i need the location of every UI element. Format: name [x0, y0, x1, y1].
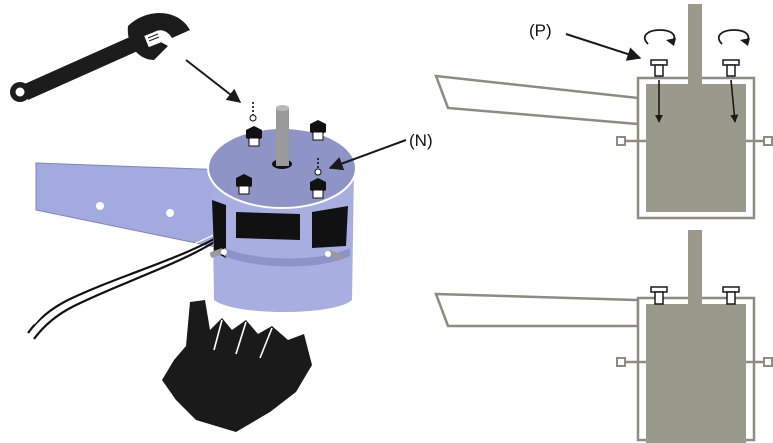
schematic-top [434, 4, 773, 220]
schematic-bolt [722, 286, 740, 305]
schematic-side-stud [746, 136, 773, 146]
mounting-bracket [35, 162, 231, 251]
schematic-shaft [688, 230, 702, 306]
schematic-bolt [650, 286, 668, 305]
callout-arrow-n [328, 139, 407, 171]
schematic-bracket [434, 292, 640, 328]
callout-label-p: (P) [529, 21, 552, 40]
schematic-motor-body [646, 84, 746, 212]
motor [207, 102, 357, 312]
motor-vent [312, 206, 348, 248]
wrench-icon [10, 12, 190, 102]
setscrew [249, 102, 257, 122]
rotate-arrow-icon [717, 29, 750, 46]
hex-nut [310, 120, 326, 141]
motor-vent [236, 212, 300, 240]
schematic-bracket [434, 74, 640, 126]
side-bolt [209, 248, 227, 258]
schematic-motor-body [646, 304, 746, 443]
schematic-bottom [434, 230, 773, 443]
schematic-shaft [688, 4, 702, 86]
schematic-side-stud [616, 357, 646, 367]
schematic-side-stud [616, 136, 646, 146]
callout-label-n: (N) [409, 131, 433, 150]
schematic-side-stud [746, 357, 773, 367]
hex-nut [310, 178, 326, 199]
hex-nut [236, 174, 252, 195]
wrench-pointer-arrow [185, 59, 242, 103]
hex-nut [246, 126, 262, 147]
bracket-hole [96, 202, 104, 210]
motor-shaft [276, 108, 289, 166]
glove-icon [162, 300, 312, 432]
callout-arrow-p [565, 33, 642, 61]
bracket-hole [166, 209, 174, 217]
schematic-bolt [722, 59, 740, 77]
side-bolt [325, 250, 343, 260]
tighten-arrow [730, 79, 739, 123]
rotate-arrow-icon [643, 29, 676, 46]
motor-vent [212, 200, 226, 258]
setscrew [314, 158, 322, 176]
motor-wires [27, 225, 231, 340]
schematic-bolt [650, 59, 668, 77]
